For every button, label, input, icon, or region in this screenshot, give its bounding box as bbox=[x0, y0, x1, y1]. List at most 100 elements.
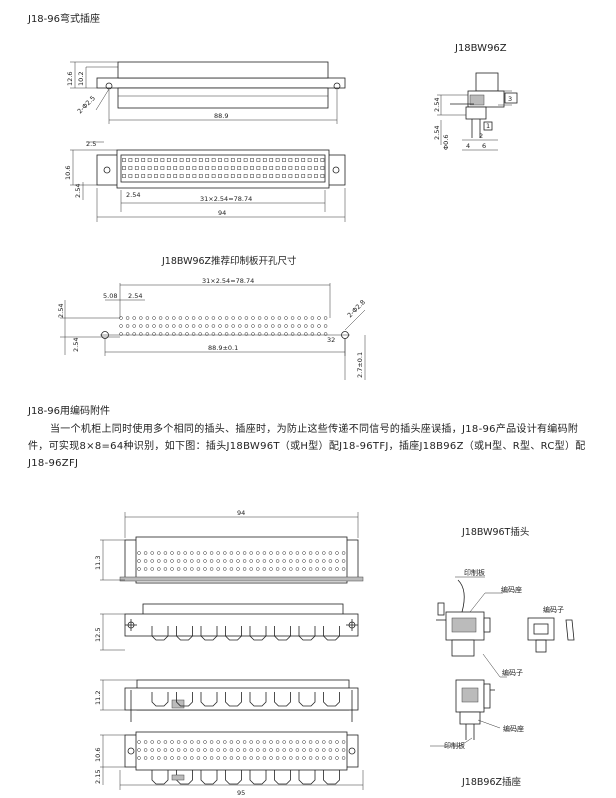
contact-pins bbox=[122, 158, 325, 178]
pin bbox=[237, 166, 242, 170]
plug-top-view bbox=[100, 512, 364, 584]
pin bbox=[242, 756, 247, 760]
pin bbox=[224, 158, 229, 162]
pcb-dim-2-phi-2-8: 2-Φ2.8 bbox=[346, 298, 367, 319]
pin bbox=[238, 332, 242, 336]
pin bbox=[211, 324, 216, 328]
pin bbox=[341, 567, 346, 571]
pin bbox=[132, 332, 136, 336]
pin bbox=[209, 559, 214, 563]
pin bbox=[257, 316, 262, 320]
pin bbox=[119, 324, 123, 328]
plug-side-view bbox=[100, 603, 359, 651]
pin bbox=[237, 174, 242, 178]
pin bbox=[209, 756, 214, 760]
pin bbox=[224, 332, 229, 336]
pin bbox=[218, 174, 222, 178]
label-coding-seat-2: 编码座 bbox=[503, 724, 524, 733]
pin bbox=[145, 332, 150, 336]
pin bbox=[256, 551, 260, 555]
pin bbox=[119, 316, 123, 320]
pin bbox=[275, 559, 280, 563]
pin bbox=[243, 166, 248, 170]
pin bbox=[297, 316, 301, 320]
pin bbox=[223, 756, 227, 760]
pin bbox=[170, 748, 174, 752]
pin bbox=[143, 748, 148, 752]
pin bbox=[269, 551, 273, 555]
pin bbox=[282, 740, 286, 744]
sv-dim-6: 6 bbox=[482, 142, 486, 150]
title-right-angle-socket: J18-96弯式插座 bbox=[28, 14, 101, 25]
coding-key bbox=[274, 692, 291, 707]
pcb-dim-2-54-a: 2.54 bbox=[57, 304, 65, 318]
pin bbox=[323, 324, 328, 328]
pin bbox=[288, 158, 293, 162]
pin bbox=[257, 324, 262, 328]
pin bbox=[176, 559, 181, 563]
pin bbox=[277, 332, 282, 336]
pin bbox=[242, 559, 247, 563]
pin bbox=[302, 567, 306, 571]
pin bbox=[328, 740, 333, 744]
pin bbox=[289, 748, 293, 752]
pin bbox=[242, 748, 247, 752]
dim-10-6: 10.6 bbox=[64, 166, 72, 180]
pin bbox=[269, 559, 273, 563]
ca-dim-94: 94 bbox=[237, 509, 245, 517]
pin bbox=[198, 316, 202, 320]
pin bbox=[163, 559, 168, 563]
pin bbox=[249, 559, 253, 563]
pin bbox=[269, 166, 274, 170]
pin bbox=[196, 748, 201, 752]
coding-key bbox=[274, 626, 291, 641]
pin bbox=[152, 324, 156, 328]
pin bbox=[304, 316, 308, 320]
pin bbox=[209, 567, 214, 571]
pin bbox=[335, 740, 339, 744]
pin bbox=[310, 316, 315, 320]
pin bbox=[190, 551, 194, 555]
pin bbox=[242, 551, 247, 555]
coding-paragraph: 当一个机柜上同时使用多个相同的插头、插座时，为防止这些传递不同信号的插头座误插，… bbox=[28, 424, 586, 469]
pin bbox=[315, 748, 319, 752]
pin bbox=[328, 567, 333, 571]
title-coding-accessory: J18-96用编码附件 bbox=[28, 406, 111, 417]
pin bbox=[190, 748, 194, 752]
label-coding-seat: 编码座 bbox=[501, 585, 522, 594]
pin bbox=[178, 316, 183, 320]
pin bbox=[322, 756, 326, 760]
pin bbox=[322, 740, 326, 744]
dimension-lines-front bbox=[70, 141, 346, 222]
pin bbox=[145, 324, 150, 328]
pin bbox=[141, 158, 146, 162]
pin bbox=[262, 174, 267, 178]
pin bbox=[196, 559, 201, 563]
pin bbox=[186, 158, 190, 162]
pin bbox=[257, 332, 262, 336]
pin bbox=[262, 756, 267, 760]
ca-dim-95: 95 bbox=[237, 789, 245, 797]
pin bbox=[154, 174, 158, 178]
pin bbox=[211, 158, 216, 162]
pin bbox=[264, 332, 268, 336]
pin bbox=[271, 316, 275, 320]
pin bbox=[256, 174, 261, 178]
pin bbox=[223, 748, 227, 752]
pin bbox=[322, 748, 326, 752]
ca-dim-11-3: 11.3 bbox=[94, 556, 102, 570]
pin bbox=[256, 158, 261, 162]
pin bbox=[147, 174, 152, 178]
coding-key bbox=[323, 770, 340, 785]
pin bbox=[143, 740, 148, 744]
pin bbox=[249, 740, 253, 744]
pin bbox=[256, 166, 261, 170]
pin bbox=[282, 748, 286, 752]
pin bbox=[322, 567, 326, 571]
pin bbox=[192, 174, 197, 178]
pin bbox=[304, 324, 308, 328]
pin bbox=[183, 748, 187, 752]
dim-12-6: 12.6 bbox=[66, 72, 74, 86]
pin bbox=[132, 316, 136, 320]
